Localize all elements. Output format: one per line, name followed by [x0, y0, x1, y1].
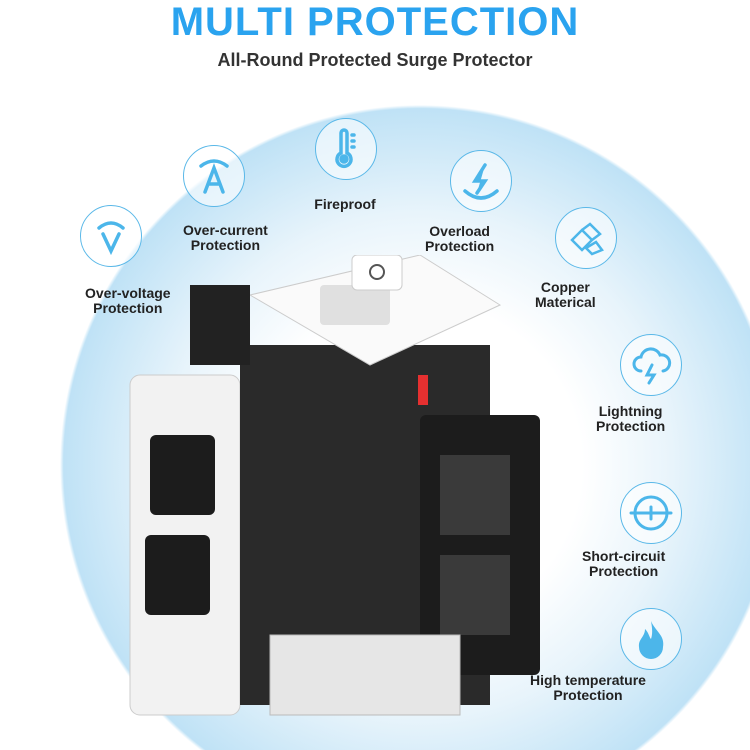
thermometer-icon: [315, 118, 377, 180]
cloud-lightning-icon: [620, 334, 682, 396]
short-circuit-icon: [620, 482, 682, 544]
flame-icon: [620, 608, 682, 670]
page-title: MULTI PROTECTION: [170, 0, 580, 44]
feature-label-fireproof: Fireproof: [314, 196, 376, 212]
page-subtitle: All-Round Protected Surge Protector: [217, 50, 533, 70]
voltage-icon: [80, 205, 142, 267]
ampere-icon: [183, 145, 245, 207]
surge-protector-exploded-view: [129, 255, 540, 716]
lightning-bolt-icon: [450, 150, 512, 212]
copper-bars-icon: [555, 207, 617, 269]
